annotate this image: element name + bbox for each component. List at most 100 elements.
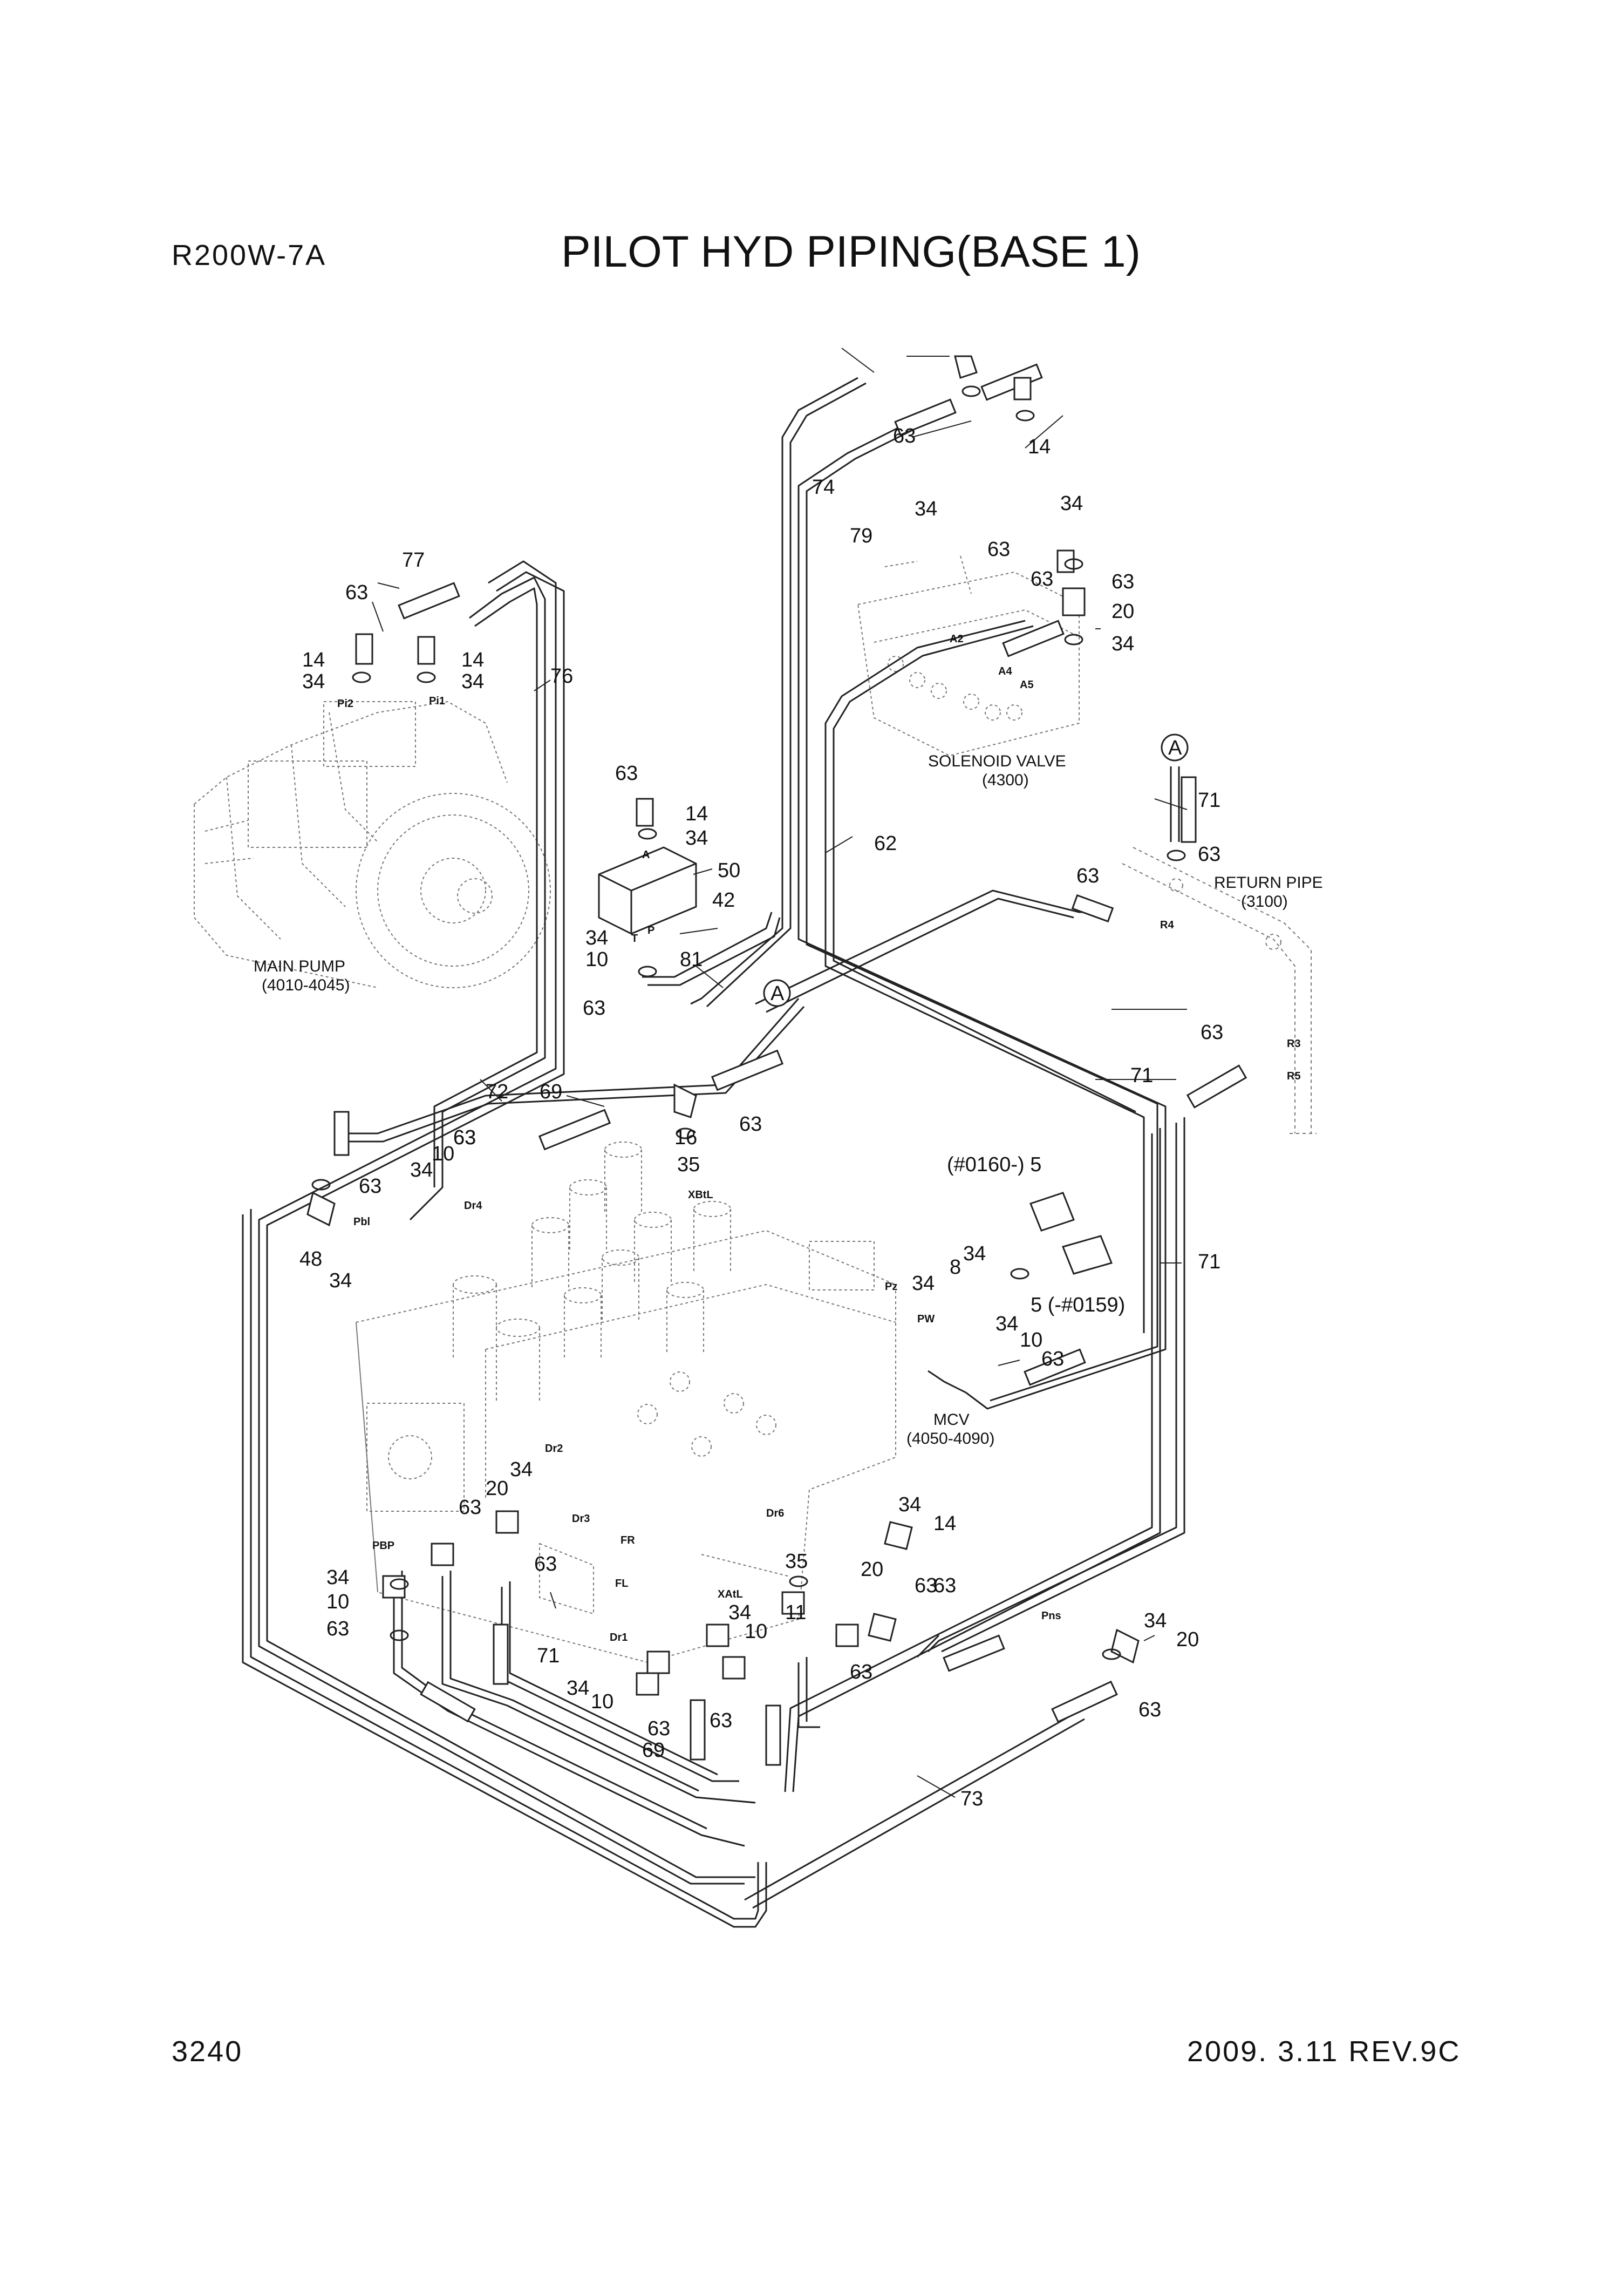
callout: 81	[680, 948, 703, 971]
callout: 14	[933, 1512, 956, 1535]
page-title: PILOT HYD PIPING(BASE 1)	[561, 227, 1141, 276]
callout: 63	[459, 1496, 481, 1519]
component-labels: MAIN PUMP (4010-4045) SOLENOID VALVE (43…	[254, 752, 1323, 1448]
mcv-code: (4050-4090)	[906, 1430, 994, 1448]
port-label: Dr6	[766, 1507, 784, 1519]
callout: 48	[299, 1248, 322, 1271]
callout: 63	[345, 581, 368, 604]
callout: 14	[1028, 436, 1051, 458]
callout: 34	[1060, 492, 1083, 515]
callout: 34	[302, 670, 325, 693]
port-label: A	[642, 849, 650, 861]
port-label: XBtL	[688, 1189, 713, 1201]
port-label: A4	[998, 665, 1012, 677]
callout: 11	[785, 1601, 806, 1624]
callout: 34	[728, 1601, 751, 1624]
callout: 50	[718, 859, 740, 882]
callout: 73	[960, 1788, 983, 1810]
port-label: Pi2	[337, 698, 353, 710]
callout: 34	[1111, 633, 1134, 655]
callout: 63	[326, 1618, 349, 1640]
callout: 63	[1201, 1021, 1223, 1044]
port-label: FL	[615, 1578, 628, 1589]
hose-runs	[242, 377, 1185, 1928]
callout: 71	[537, 1645, 560, 1667]
callout: 34	[461, 670, 484, 693]
callout: 63	[739, 1113, 762, 1136]
mcv-label: MCV	[933, 1411, 970, 1429]
return-pipe-drawing	[1122, 847, 1317, 1134]
callout: 63	[1138, 1699, 1161, 1721]
callout: 42	[712, 889, 735, 912]
port-label: Pi1	[429, 695, 445, 707]
callout: 20	[1111, 600, 1134, 623]
callout: 10	[326, 1591, 349, 1613]
callout: 34	[510, 1458, 533, 1481]
callout: 34	[912, 1272, 935, 1295]
callout: 71	[1130, 1064, 1153, 1087]
main-pump-drawing	[194, 701, 551, 988]
callout: 8	[950, 1256, 961, 1279]
callout: 76	[550, 665, 573, 688]
callout: 74	[812, 476, 835, 499]
solenoid-valve-code: (4300)	[982, 771, 1029, 789]
port-label: Dr1	[610, 1632, 628, 1643]
callout: 63	[359, 1175, 381, 1198]
return-pipe-label: RETURN PIPE	[1214, 874, 1323, 892]
callout: 69	[540, 1081, 562, 1103]
port-label: Pns	[1041, 1610, 1061, 1622]
ref-marker-a-mid	[763, 979, 791, 1007]
callout: 14	[685, 803, 708, 825]
port-label: PW	[917, 1313, 935, 1325]
leader-lines	[372, 348, 1188, 1798]
mcv-drawing	[355, 1142, 896, 1663]
main-pump-code: (4010-4045)	[262, 976, 350, 994]
callout: 14	[461, 649, 484, 671]
port-label: Pz	[885, 1281, 897, 1293]
port-label: XAtL	[718, 1588, 743, 1600]
callout: 34	[685, 827, 708, 850]
port-label: R4	[1160, 919, 1174, 931]
callout: 34	[410, 1159, 433, 1181]
callout: 63	[615, 762, 638, 785]
ref-marker-a-top	[1161, 733, 1189, 762]
port-label: Dr4	[464, 1200, 482, 1212]
callout: 79	[850, 525, 872, 547]
port-label: Dr2	[545, 1443, 563, 1455]
callout: 20	[1176, 1628, 1199, 1651]
callout: 5 (-#0159)	[1031, 1294, 1125, 1316]
main-pump-label: MAIN PUMP	[254, 957, 345, 975]
callout: 34	[995, 1313, 1018, 1335]
callout: 63	[1041, 1348, 1064, 1370]
callout: 63	[453, 1126, 476, 1149]
port-label: T	[631, 933, 638, 945]
callout: 34	[567, 1677, 589, 1700]
callout: 16	[674, 1126, 697, 1149]
return-pipe-code: (3100)	[1241, 893, 1288, 911]
callout: 63	[710, 1709, 732, 1732]
callout: 63	[647, 1717, 670, 1740]
callout: (#0160-) 5	[947, 1153, 1041, 1176]
reference-markers: A A	[763, 733, 1189, 1007]
callout: 10	[591, 1690, 613, 1713]
callout: 63	[534, 1553, 557, 1575]
callout: 63	[987, 538, 1010, 561]
port-label: Dr3	[572, 1513, 590, 1525]
callout: 20	[861, 1558, 883, 1581]
callout: 63	[583, 997, 605, 1020]
callout: 72	[486, 1081, 508, 1103]
revision-info: 2009. 3.11 REV.9C	[1187, 2035, 1461, 2068]
callout: 35	[785, 1550, 808, 1573]
callout: 62	[874, 832, 897, 855]
port-label: Pbl	[353, 1216, 370, 1228]
callouts: 63 14 74 34 34 79 63 63 63 20 34 77 63 1…	[299, 425, 1223, 1810]
callout: 34	[326, 1566, 349, 1589]
page-number: 3240	[172, 2035, 243, 2068]
callout: 63	[1031, 568, 1053, 590]
callout: 34	[329, 1269, 352, 1292]
fittings	[306, 355, 1247, 1766]
callout: 34	[585, 927, 608, 949]
port-label: FR	[620, 1534, 635, 1546]
callout: 71	[1198, 1251, 1220, 1273]
